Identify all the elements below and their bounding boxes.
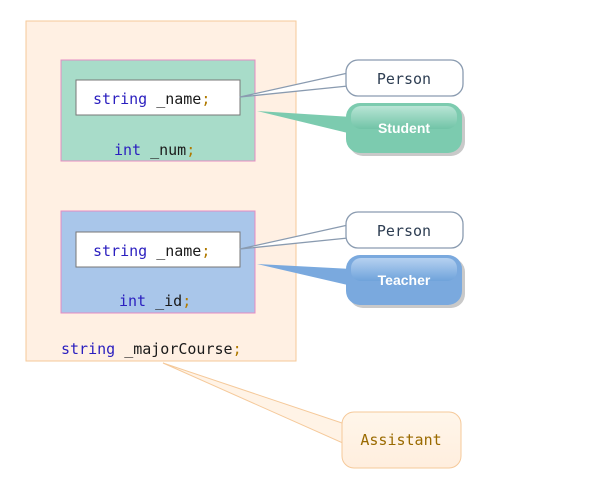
student-callout-gloss: [351, 106, 457, 129]
student-name-field: string_name;: [93, 90, 210, 108]
teacher-pointer: [257, 264, 352, 286]
student-person-callout: [345, 59, 464, 97]
assistant-callout: [341, 411, 462, 469]
teacher-name-field: string_name;: [93, 242, 210, 260]
teacher-id-field: int_id;: [119, 292, 191, 310]
teacher-callout-gloss: [351, 258, 457, 281]
assistant-callout-label: Assistant: [360, 431, 441, 449]
student-person-label: Person: [377, 70, 431, 88]
student-pointer: [257, 111, 352, 134]
major-course-field: string_majorCourse;: [61, 340, 242, 358]
teacher-person-label: Person: [377, 222, 431, 240]
student-num-field: int_num;: [114, 141, 195, 159]
student-callout-label: Student: [378, 120, 430, 136]
teacher-callout-label: Teacher: [378, 272, 431, 288]
student-person-subobject-box: [75, 79, 241, 116]
assistant-pointer: [162, 362, 346, 445]
teacher-person-callout: [345, 211, 464, 249]
